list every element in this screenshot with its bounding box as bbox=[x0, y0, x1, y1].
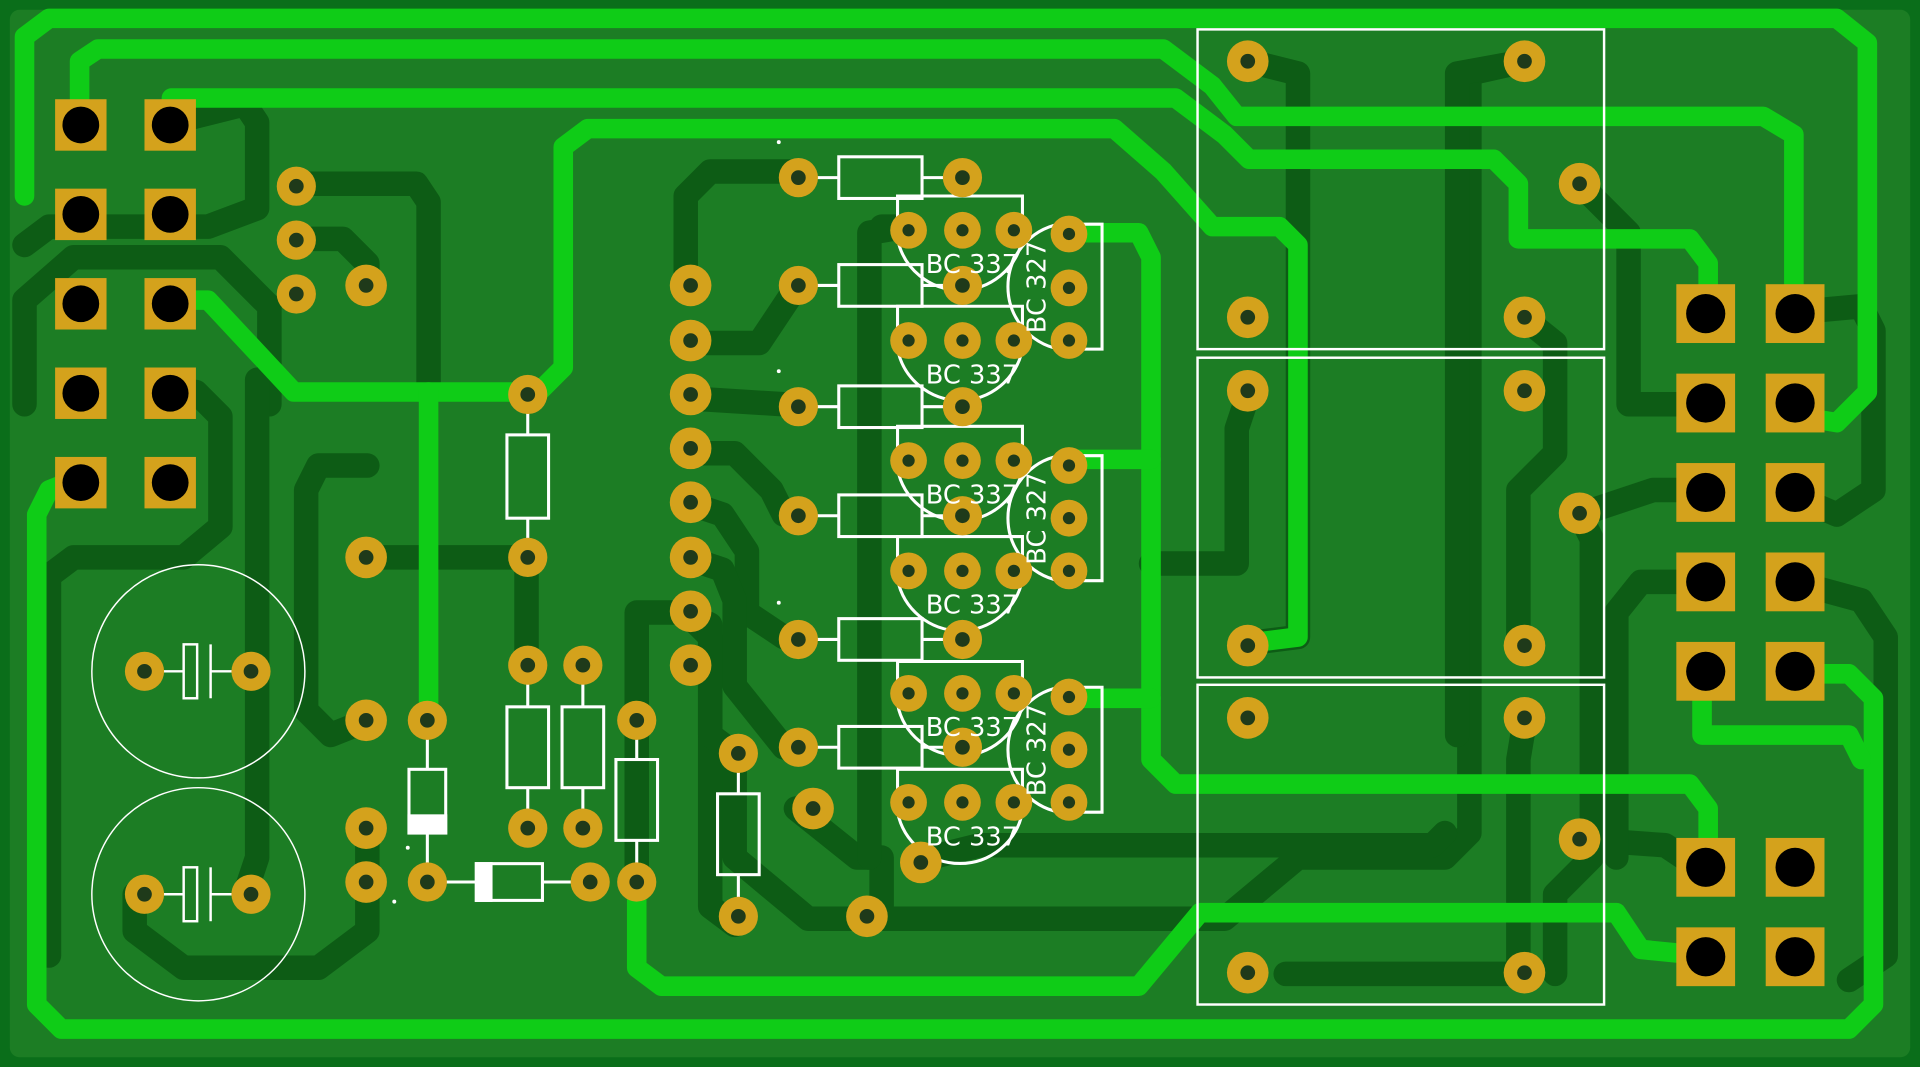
label-bc327-1: BC 327 bbox=[1023, 241, 1053, 333]
top-layer-traces bbox=[14, 8, 1884, 1039]
relay-outline-2 bbox=[1196, 356, 1606, 679]
relay-outline-1 bbox=[1196, 28, 1606, 351]
label-bc337-3: BC 337 bbox=[926, 480, 1018, 510]
relay-outline-3 bbox=[1196, 683, 1606, 1006]
diode-outlines bbox=[407, 728, 581, 902]
label-bc327-3: BC 327 bbox=[1023, 704, 1053, 796]
square-pad-holes bbox=[62, 106, 1815, 977]
label-bc337-5: BC 337 bbox=[926, 713, 1018, 743]
silkscreen-outlines bbox=[91, 28, 1606, 1006]
round-pad-holes bbox=[137, 53, 1587, 981]
label-bc327-2: BC 327 bbox=[1023, 472, 1053, 564]
label-bc337-6: BC 337 bbox=[926, 822, 1018, 852]
label-bc337-4: BC 337 bbox=[926, 591, 1018, 621]
capacitor-outline-2 bbox=[91, 786, 306, 1002]
label-bc337-1: BC 337 bbox=[926, 250, 1018, 280]
silkscreen-dots bbox=[392, 140, 781, 904]
label-bc337-2: BC 337 bbox=[926, 360, 1018, 390]
capacitor-outline-1 bbox=[91, 564, 306, 779]
